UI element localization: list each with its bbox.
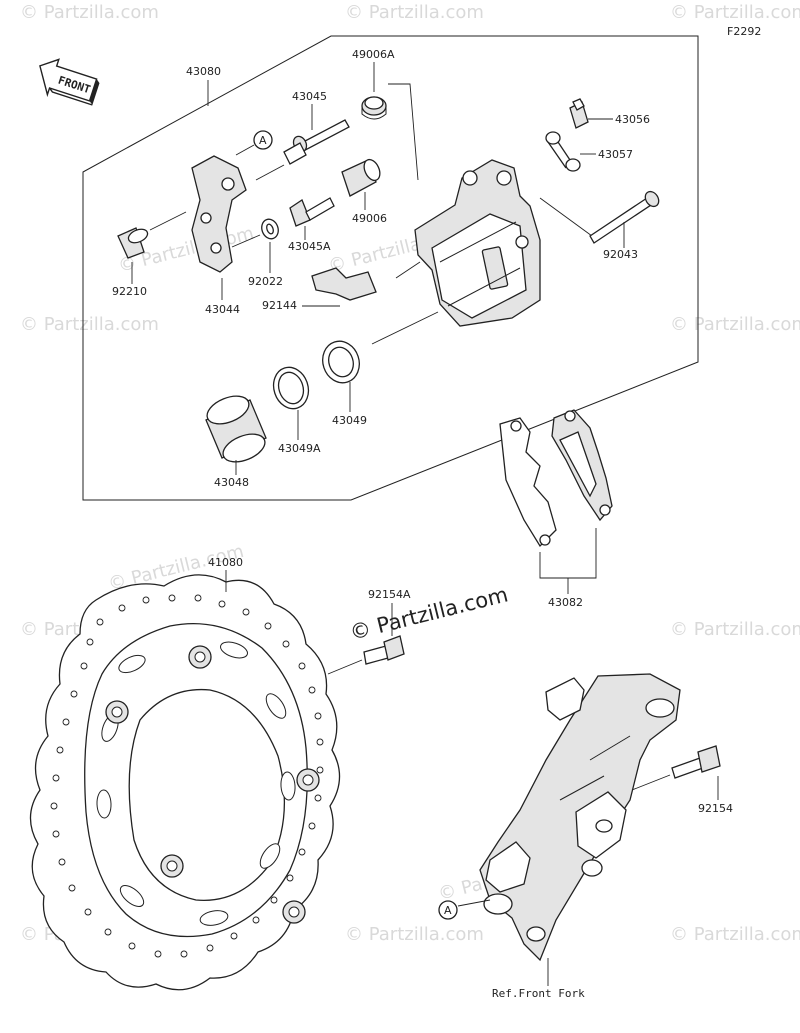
watermark-text: © Partzilla.com xyxy=(670,924,800,945)
label-43049a: 43049A xyxy=(278,442,321,455)
label-43048: 43048 xyxy=(214,476,249,489)
label-92144: 92144 xyxy=(262,299,297,312)
bleeder-cap-49006a xyxy=(361,96,387,120)
label-92210: 92210 xyxy=(112,285,147,298)
label-49006: 49006 xyxy=(352,212,387,225)
label-92043: 92043 xyxy=(603,248,638,261)
label-92154a: 92154A xyxy=(368,588,411,601)
dust-seal-43049a xyxy=(272,366,310,410)
front-direction-badge: FRONT xyxy=(39,58,100,106)
label-43045a: 43045A xyxy=(288,240,331,253)
slide-pin-43045a xyxy=(289,197,335,227)
label-43049: 43049 xyxy=(332,414,367,427)
brake-pads-43082 xyxy=(499,409,613,548)
watermark-text: © Partzilla.com xyxy=(670,619,800,640)
collar-92210 xyxy=(117,227,149,259)
caliper-bracket-43044 xyxy=(191,155,247,273)
link-43057 xyxy=(545,131,581,172)
watermark-text: © Partzilla.com xyxy=(670,2,800,23)
brake-disc-41080 xyxy=(29,574,341,991)
washer-92022 xyxy=(261,218,279,240)
watermark-text: © Partzilla.com xyxy=(20,314,159,335)
caliper-body xyxy=(414,159,541,327)
watermark-text: © Partzilla.com xyxy=(345,924,484,945)
bleeder-valve-43056 xyxy=(569,98,589,129)
boot-49006 xyxy=(341,158,381,197)
ref-front-fork-label: Ref.Front Fork xyxy=(492,987,585,1000)
label-43057: 43057 xyxy=(598,148,633,161)
piston-seal-43049 xyxy=(322,340,360,384)
watermark-text: © Partzilla.com xyxy=(670,314,800,335)
disc-bolt-92154a xyxy=(363,635,405,665)
label-92022: 92022 xyxy=(248,275,283,288)
caliper-assembly-frame xyxy=(82,35,699,501)
figure-code: F2292 xyxy=(727,25,761,38)
callout-a-circle xyxy=(253,130,273,150)
label-43080: 43080 xyxy=(186,65,221,78)
label-92154: 92154 xyxy=(698,802,733,815)
callout-a: A xyxy=(259,134,267,147)
caliper-bolt-92154 xyxy=(671,745,721,779)
label-43056: 43056 xyxy=(615,113,650,126)
watermark-text: © Partzilla.com xyxy=(345,2,484,23)
label-41080: 41080 xyxy=(208,556,243,569)
front-fork-lower xyxy=(479,673,681,962)
slide-pin-43045 xyxy=(283,119,350,165)
label-49006a: 49006A xyxy=(352,48,395,61)
pad-spring-92144 xyxy=(311,267,377,301)
label-43044: 43044 xyxy=(205,303,240,316)
piston-43048 xyxy=(205,395,267,463)
label-43082: 43082 xyxy=(548,596,583,609)
label-43045: 43045 xyxy=(292,90,327,103)
callout-a-fork-circle xyxy=(438,900,458,920)
watermark-text: © Partzilla.com xyxy=(20,2,159,23)
pad-pin-92043 xyxy=(589,190,660,244)
callout-a-fork: A xyxy=(444,904,452,917)
